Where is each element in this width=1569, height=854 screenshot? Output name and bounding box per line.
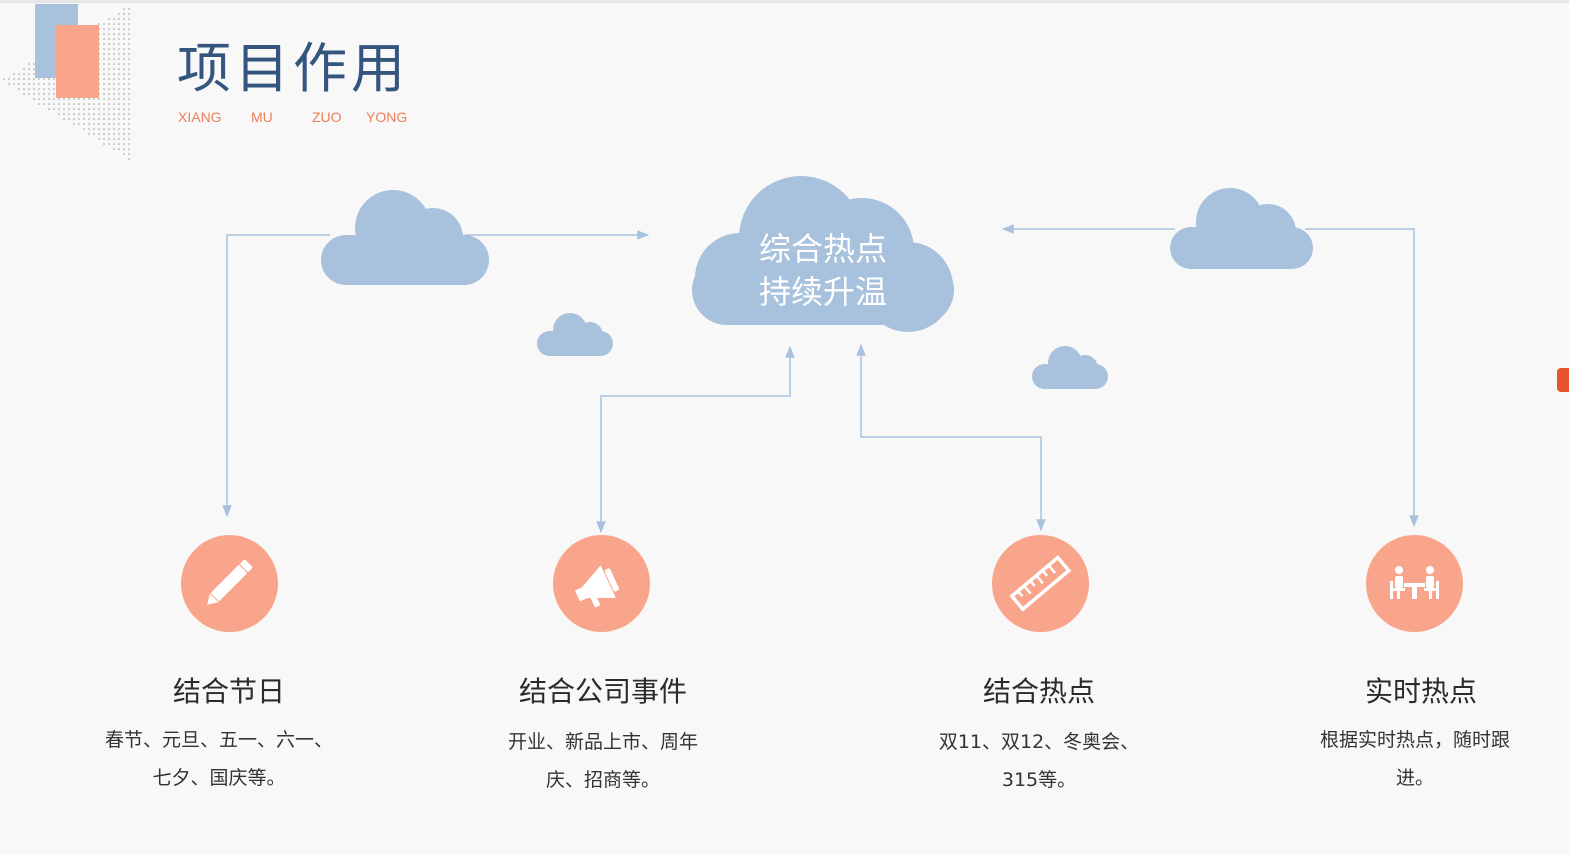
item-title: 结合节日 [172,675,285,708]
item-icon-circle [992,535,1089,632]
pinyin-label: XIANG [178,109,222,125]
edge-tab-marker [1557,368,1569,392]
ruler-icon [1009,555,1072,612]
connector-center-to-item-2 [596,345,795,534]
item-description-line: 双11、双12、冬奥会、 [938,731,1140,753]
item-icon-circle [181,535,278,632]
cloud-small-left [537,313,613,356]
cloud-left [321,190,489,285]
connector-left-to-item-1 [222,234,330,518]
item-description-line: 庆、招商等。 [545,769,660,791]
item-description-line: 进。 [1395,767,1434,789]
center-line-2: 持续升温 [758,273,887,311]
item-description-line: 春节、元旦、五一、六一、 [104,729,333,751]
item-title: 实时热点 [1364,675,1477,708]
item-description: 根据实时热点，随时跟 进。 [1290,721,1540,797]
meeting-icon [1390,566,1439,599]
connector-right-to-item-4 [1305,228,1419,528]
cloud-small-right [1032,346,1108,389]
top-divider [0,0,1569,3]
item-icon-circle [1366,535,1463,632]
item-icon-circle [553,535,650,632]
center-line-1: 综合热点 [758,230,887,268]
decorative-orange-block [56,25,99,98]
item-description: 开业、新品上市、周年 庆、招商等。 [478,723,728,799]
pinyin-label: YONG [366,109,408,125]
item-title: 结合公司事件 [518,675,687,708]
connector-center-to-item-3 [856,343,1046,532]
item-title: 结合热点 [982,675,1095,708]
pinyin-label: MU [251,109,273,125]
item-description-line: 315等。 [1001,769,1077,791]
pencil-icon [207,559,253,605]
center-cloud-text: 综合热点 持续升温 [692,228,954,314]
page-title: 项目作用 [177,37,409,100]
item-description-line: 开业、新品上市、周年 [507,731,698,753]
item-description: 双11、双12、冬奥会、 315等。 [914,723,1164,799]
cloud-right [1170,188,1313,269]
item-description-line: 根据实时热点，随时跟 [1319,729,1510,751]
megaphone-icon [575,565,620,608]
pinyin-label: ZUO [312,109,342,125]
item-description: 春节、元旦、五一、六一、 七夕、国庆等。 [94,721,344,797]
item-description-line: 七夕、国庆等。 [152,767,286,789]
cloud-center [692,176,954,332]
